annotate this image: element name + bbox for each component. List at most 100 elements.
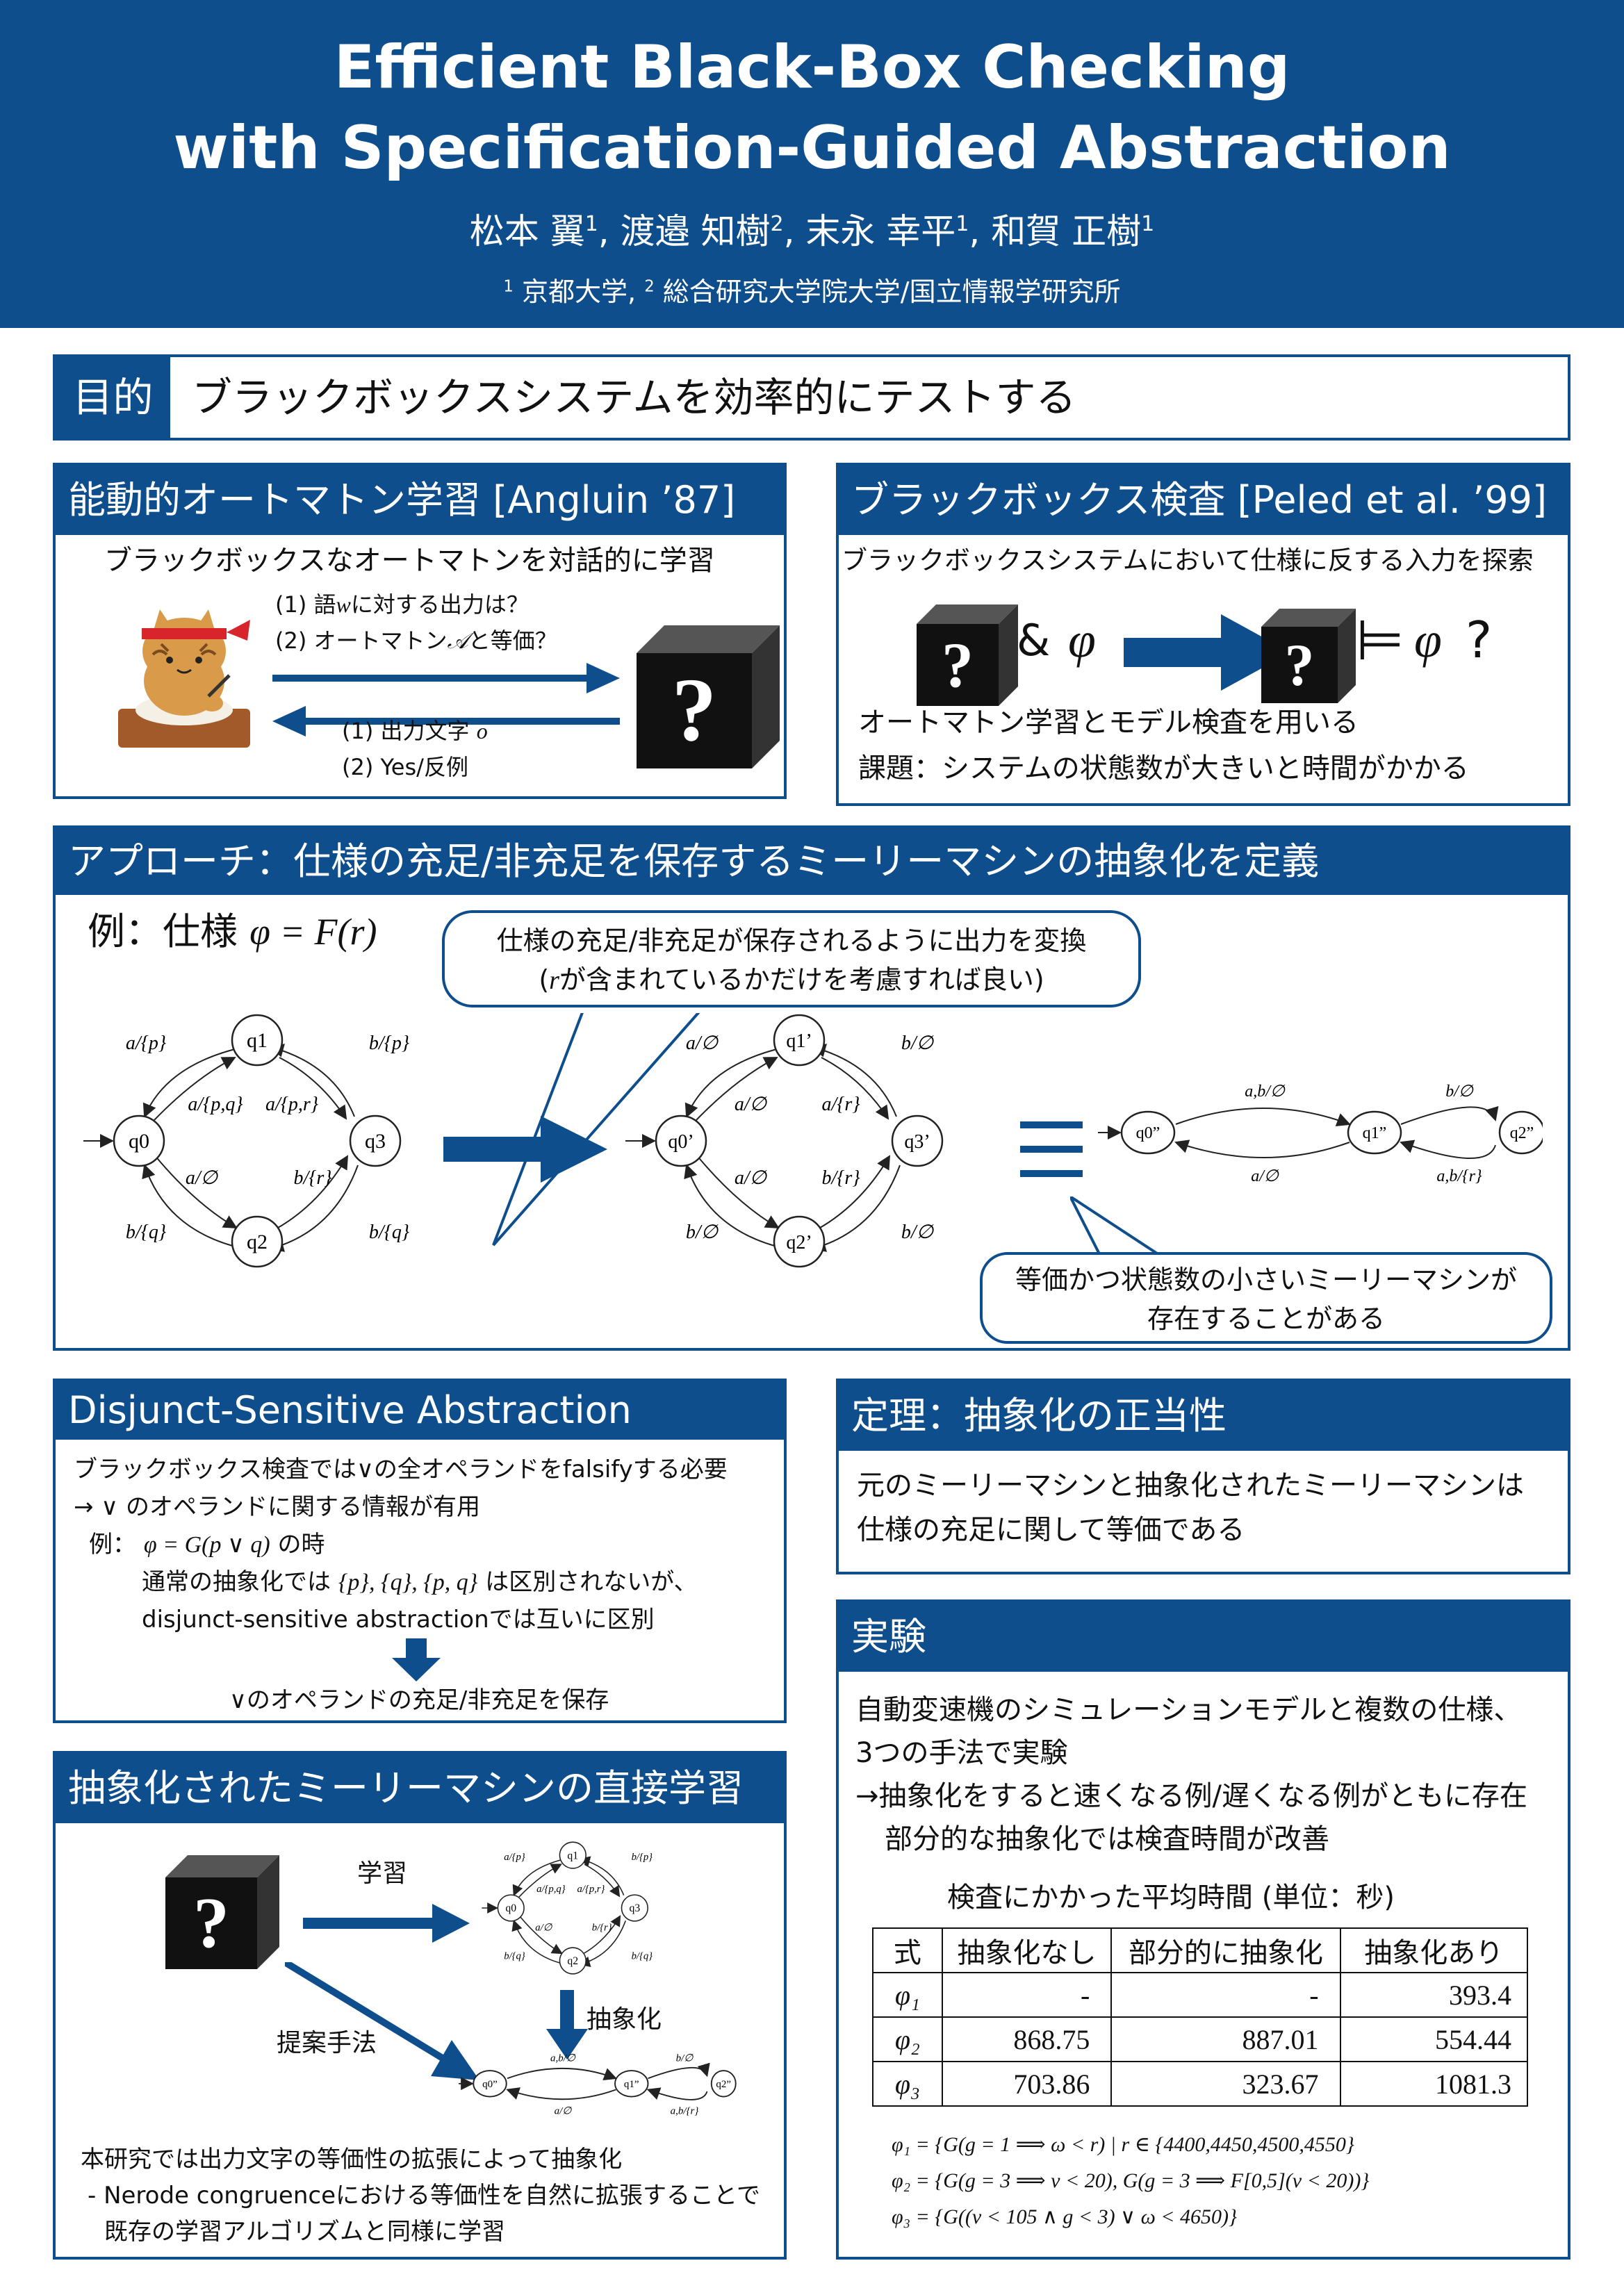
svg-text:b/∅: b/∅	[686, 1221, 719, 1243]
dsa-line-4: 通常の抽象化では {p}, {q}, {p, q} は区別されないが、	[142, 1568, 698, 1596]
direct-line-1: 本研究では出力文字の等価性の拡張によって抽象化	[81, 2146, 623, 2173]
approach-section: アプローチ：仕様の充足/非充足を保存するミーリーマシンの抽象化を定義 例：仕様 …	[53, 825, 1570, 1351]
svg-text:q0: q0	[505, 1902, 516, 1914]
speech-bubble-transform: 仕様の充足/非充足が保存されるように出力を変換 (rが含まれているかだけを考慮す…	[442, 910, 1141, 1007]
svg-text:b/{q}: b/{q}	[632, 1950, 653, 1961]
svg-text:a/∅: a/∅	[735, 1167, 768, 1189]
theorem-line-2: 仕様の充足に関して等価である	[857, 1514, 1245, 1546]
svg-text:b/{r}: b/{r}	[592, 1922, 612, 1933]
svg-text:a/∅: a/∅	[535, 1922, 552, 1933]
query-2: (2) オートマトン𝒜と等価？	[275, 627, 557, 654]
dsa-line-2: → ∨ のオペランドに関する情報が有用	[74, 1493, 480, 1521]
svg-text:q2”: q2”	[1510, 1124, 1534, 1142]
experiment-line-1: 自動変速機のシミュレーションモデルと複数の仕様、	[855, 1694, 1522, 1726]
spec-1: φ₁ = {G(g = 1 ⟹ ω < r) | r ∈ {4400,4450,…	[892, 2133, 1354, 2156]
bubble-2-line-2: 存在することがある	[1147, 1303, 1385, 1334]
svg-text:b/{q}: b/{q}	[369, 1221, 409, 1243]
svg-text:a,b/∅: a,b/∅	[1245, 1083, 1286, 1101]
svg-text:a/{p,q}: a/{p,q}	[536, 1884, 566, 1895]
svg-text:b/∅: b/∅	[901, 1033, 935, 1054]
spec-3: φ₃ = {G((v < 105 ∧ g < 3) ∨ ω < 4650)}	[892, 2205, 1238, 2228]
bubble-1-line-2: (rが含まれているかだけを考慮すれば良い)	[539, 964, 1044, 995]
purpose-label: 目的	[56, 357, 170, 438]
bubble-1-line-1: 仕様の充足/非充足が保存されるように出力を変換	[496, 926, 1087, 956]
blackbox-cube-icon: ?	[165, 1855, 279, 1969]
svg-text:b/{p}: b/{p}	[369, 1033, 409, 1054]
svg-text:a/∅: a/∅	[735, 1094, 768, 1115]
answer-2: (2) Yes/反例	[342, 754, 468, 780]
bbc-question: ?	[1466, 611, 1493, 669]
svg-text:?: ?	[193, 1883, 229, 1963]
dsa-line-1: ブラックボックス検査では∨の全オペランドをfalsifyする必要	[74, 1456, 728, 1483]
col-header: 式	[872, 1927, 943, 1973]
svg-text:a/{p,r}: a/{p,r}	[577, 1884, 605, 1895]
learn-label: 学習	[357, 1859, 408, 1888]
svg-text:q1: q1	[567, 1850, 578, 1861]
learn-arrow	[303, 1904, 470, 1943]
results-table: 式 抽象化なし 部分的に抽象化 抽象化あり φ₁ - - 393.4 φ₂ 86…	[872, 1927, 1529, 2107]
svg-text:q3: q3	[629, 1902, 640, 1914]
bbc-arrow	[1124, 614, 1290, 691]
col-header: 抽象化なし	[941, 1927, 1113, 1973]
abstract-label: 抽象化	[587, 2005, 662, 2034]
svg-text:q2’: q2’	[786, 1232, 812, 1253]
blackbox-cube-icon: ?	[637, 625, 780, 768]
svg-text:a/∅: a/∅	[1251, 1167, 1279, 1185]
cat-learner-illustration	[118, 609, 250, 748]
direct-learning-section: 抽象化されたミーリーマシンの直接学習 ? 学習 q1 q0 q3	[53, 1751, 787, 2260]
dsa-line-6: ∨のオペランドの充足/非充足を保存	[229, 1686, 609, 1714]
svg-text:b/{p}: b/{p}	[632, 1852, 653, 1863]
bbc-line-2: 課題：システムの状態数が大きいと時間がかかる	[858, 752, 1469, 784]
col-header: 部分的に抽象化	[1110, 1927, 1341, 1973]
dsa-section: Disjunct-Sensitive Abstraction ブラックボックス検…	[53, 1379, 787, 1723]
svg-text:b/{q}: b/{q}	[504, 1950, 525, 1961]
svg-text:q0”: q0”	[482, 2079, 498, 2090]
answer-1: (1) 出力文字 o	[342, 718, 488, 744]
svg-text:a/{p,q}: a/{p,q}	[188, 1094, 243, 1115]
experiment-line-4: 部分的な抽象化では検査時間が改善	[885, 1823, 1329, 1855]
svg-text:a,b/{r}: a,b/{r}	[671, 2106, 699, 2117]
speech-bubble-equivalent: 等価かつ状態数の小さいミーリーマシンが 存在することがある	[980, 1252, 1552, 1344]
affiliations: 1 京都大学, 2 総合研究大学院大学/国立情報学研究所	[503, 277, 1121, 307]
transform-arrow	[443, 1116, 607, 1183]
svg-text:b/∅: b/∅	[901, 1221, 935, 1243]
svg-text:q2: q2	[567, 1955, 578, 1967]
mealy-machine-original: q1 q0 q3 q2 a/{p} b/{p} a/{p,q} a/{p,r} …	[83, 1014, 409, 1268]
bbc-line-1: オートマトン学習とモデル検査を用いる	[858, 707, 1359, 739]
svg-text:b/{q}: b/{q}	[126, 1221, 166, 1243]
experiment-line-2: 3つの手法で実験	[855, 1737, 1068, 1769]
table-row: φ₃ 703.86 323.67 1081.3	[872, 2061, 1529, 2107]
svg-text:q1”: q1”	[624, 2079, 639, 2090]
authors: 松本 翼1, 渡邉 知樹2, 末永 幸平1, 和賀 正樹1	[469, 211, 1155, 252]
svg-text:a/{p,r}: a/{p,r}	[265, 1094, 318, 1115]
table-header-row: 式 抽象化なし 部分的に抽象化 抽象化あり	[872, 1927, 1529, 1973]
mealy-machine-original-small: q1 q0 q3 q2 a/{p} b/{p} a/{p,q} a/{p,r} …	[482, 1841, 653, 1975]
bbc-phi-2: φ	[1414, 612, 1442, 668]
direct-line-3: 既存の学習アルゴリズムと同様に学習	[104, 2218, 505, 2246]
svg-text:b/∅: b/∅	[1445, 1083, 1474, 1101]
angluin-section: 能動的オートマトン学習 [Angluin ’87] ブラックボックスなオートマト…	[53, 463, 787, 799]
angluin-lead: ブラックボックスなオートマトンを対話的に学習	[104, 545, 715, 577]
svg-text:?: ?	[1285, 632, 1315, 698]
theorem-header: 定理：抽象化の正当性	[839, 1381, 1568, 1451]
svg-text:a/{p}: a/{p}	[126, 1033, 166, 1054]
title-line-2: with Specification-Guided Abstraction	[173, 113, 1451, 183]
svg-text:q0”: q0”	[1136, 1124, 1160, 1142]
query-arrows	[272, 663, 620, 737]
svg-text:a/∅: a/∅	[555, 2106, 573, 2117]
table-row: φ₂ 868.75 887.01 554.44	[872, 2016, 1529, 2062]
svg-text:q0’: q0’	[668, 1131, 694, 1153]
proposed-diagonal-arrow	[285, 1962, 479, 2080]
abstract-down-arrow	[546, 1990, 588, 2059]
col-header: 抽象化あり	[1339, 1927, 1529, 1973]
bbc-section: ブラックボックス検査 [Peled et al. ’99] ブラックボックスシス…	[836, 463, 1570, 806]
theorem-line-1: 元のミーリーマシンと抽象化されたミーリーマシンは	[857, 1470, 1524, 1502]
svg-text:a,b/{r}: a,b/{r}	[1436, 1167, 1482, 1185]
svg-text:a/{r}: a/{r}	[821, 1094, 860, 1115]
dsa-line-3: 例： φ = G(p ∨ q) の時	[89, 1531, 325, 1558]
svg-text:q2”: q2”	[716, 2079, 731, 2090]
proposed-method-label: 提案手法	[277, 2029, 377, 2057]
svg-text:q1’: q1’	[786, 1030, 812, 1052]
svg-text:q3: q3	[365, 1130, 386, 1153]
title-banner: Efficient Black-Box Checking with Specif…	[0, 0, 1624, 328]
